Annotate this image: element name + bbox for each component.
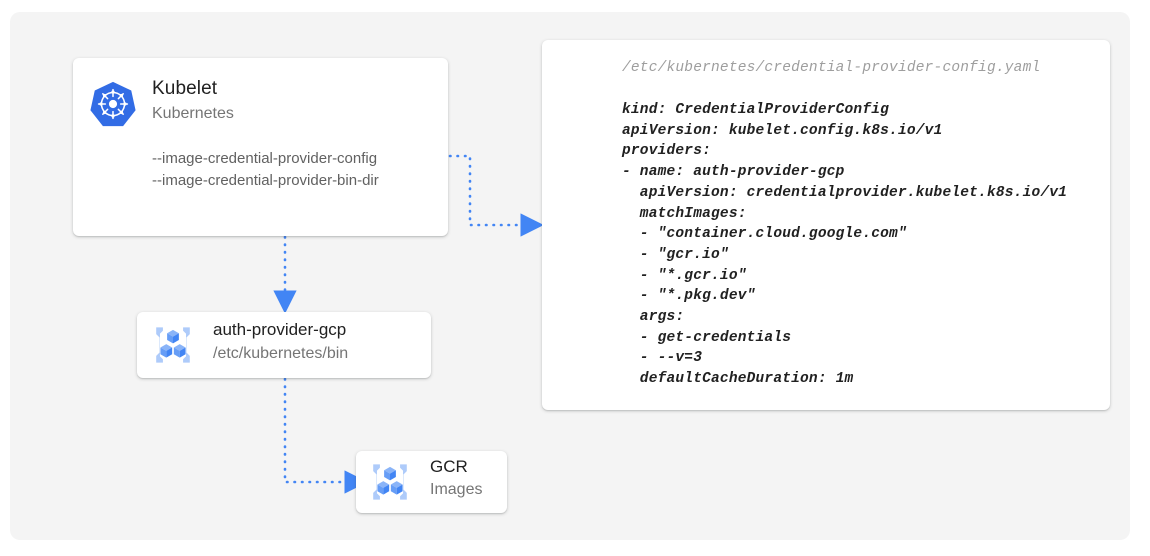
kubernetes-logo-icon <box>89 80 137 128</box>
kubelet-node-card[interactable]: Kubelet Kubernetes --image-credential-pr… <box>73 58 448 236</box>
gcr-title: GCR <box>430 457 468 476</box>
config-yaml-body: kind: CredentialProviderConfig apiVersio… <box>622 102 1068 388</box>
container-registry-icon <box>151 324 195 366</box>
config-file-path: /etc/kubernetes/credential-provider-conf… <box>622 60 1041 76</box>
gcr-subtitle: Images <box>430 481 483 498</box>
auth-provider-subtitle: /etc/kubernetes/bin <box>213 345 349 362</box>
credential-provider-config-card[interactable]: /etc/kubernetes/credential-provider-conf… <box>542 40 1110 410</box>
auth-provider-node-card[interactable]: auth-provider-gcp /etc/kubernetes/bin <box>137 312 431 378</box>
kubelet-title: Kubelet <box>152 78 218 99</box>
kubelet-subtitle: Kubernetes <box>152 105 234 122</box>
auth-provider-title: auth-provider-gcp <box>213 320 347 339</box>
gcr-node-card[interactable]: GCR Images <box>356 451 507 513</box>
container-registry-icon <box>368 461 412 503</box>
kubelet-flag-bin-dir: --image-credential-provider-bin-dir <box>152 172 379 189</box>
kubelet-flag-config: --image-credential-provider-config <box>152 150 378 167</box>
